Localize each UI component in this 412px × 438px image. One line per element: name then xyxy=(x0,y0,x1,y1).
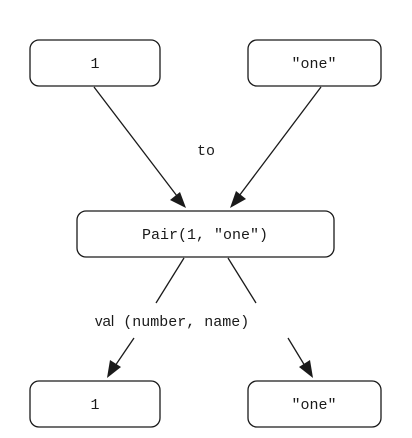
node-top-right-text: "one" xyxy=(291,56,336,73)
node-pair-text: Pair(1, "one") xyxy=(142,227,268,244)
edge-pair-to-bottom-left xyxy=(107,257,185,378)
val-keyword: val xyxy=(95,313,114,330)
node-bottom-left: 1 xyxy=(29,380,161,428)
node-bottom-left-text: 1 xyxy=(90,397,99,414)
destructuring-label: val (number, name) xyxy=(95,313,249,331)
node-bottom-right-text: "one" xyxy=(291,397,336,414)
node-top-left-text: 1 xyxy=(90,56,99,73)
node-pair: Pair(1, "one") xyxy=(76,210,335,258)
edge-pair-to-bottom-right xyxy=(227,257,313,378)
infix-label: to xyxy=(197,143,215,160)
node-top-right: "one" xyxy=(247,39,382,87)
node-top-left: 1 xyxy=(29,39,161,87)
edge-top-left-to-pair xyxy=(93,86,186,208)
destructuring-vars: (number, name) xyxy=(114,314,249,331)
node-bottom-right: "one" xyxy=(247,380,382,428)
edge-top-right-to-pair xyxy=(230,86,322,208)
